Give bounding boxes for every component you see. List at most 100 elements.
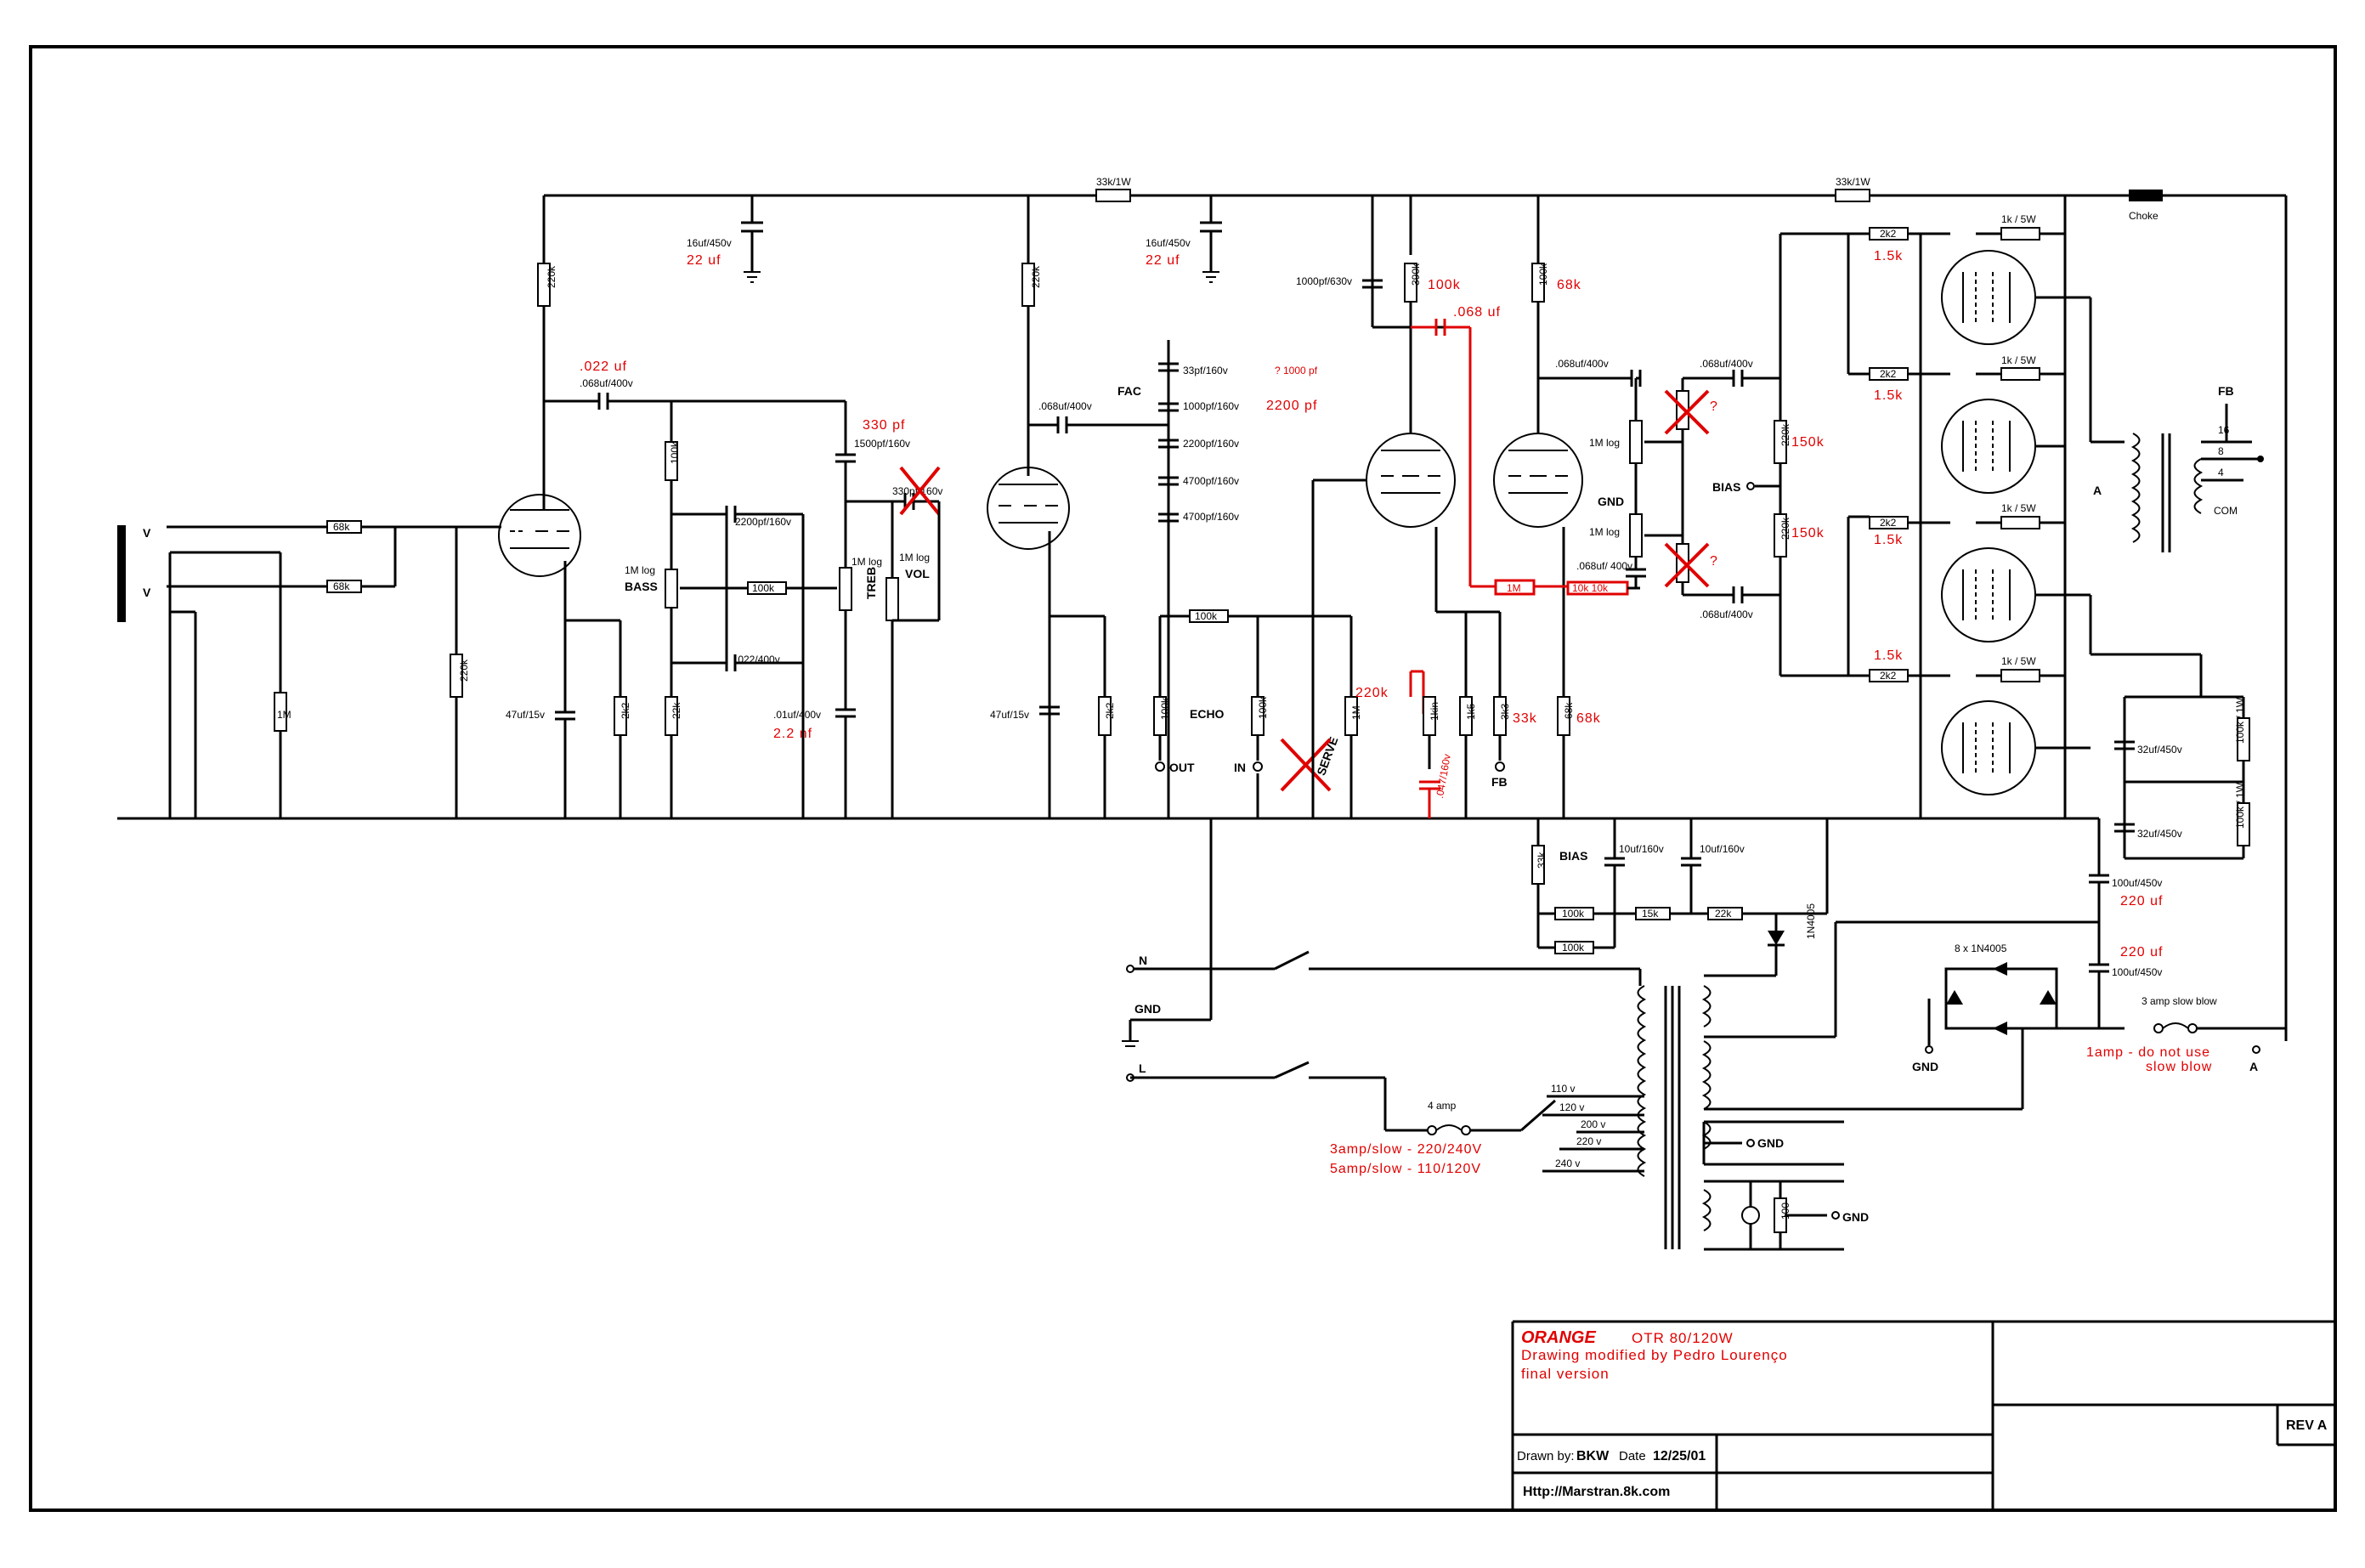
pi-cap-1000pf: 1000pf/630v <box>1296 275 1352 287</box>
coupling-cap-v1-mod: .022 uf <box>580 359 627 374</box>
bass-pot-value: 1M log <box>625 564 655 576</box>
screen-res-3 <box>2000 516 2040 529</box>
question-2: ? <box>1710 554 1718 569</box>
preamp-tube-v2 <box>987 195 1106 818</box>
resistor-390k-mod: 100k <box>1428 278 1461 292</box>
fx-in-jack[interactable] <box>1253 761 1263 772</box>
bias-label: BIAS <box>1559 849 1587 863</box>
screen-res-1 <box>2000 227 2040 241</box>
bias-pot-label: 100k <box>1562 908 1585 920</box>
fac-mod-1: ? 1000 pf <box>1275 365 1318 376</box>
grid-res-1-label: 2k2 <box>1880 228 1897 240</box>
resistor-33k-bias-label: 33k <box>1536 852 1547 869</box>
resistor-33k-2 <box>1835 189 1870 202</box>
resistor-100k-1w-b-label: 100k / 1W <box>2234 782 2246 829</box>
ht-fuse-mod-2: slow blow <box>2146 1060 2212 1074</box>
resistor-390k-label: 390k <box>1410 263 1422 286</box>
resistor-220k-v1-plate <box>537 263 551 307</box>
pi-cap-mod-low: .047/160v <box>1434 753 1453 799</box>
bass-label: BASS <box>625 580 658 593</box>
input-jacks: V V 68k 68k 1M <box>117 520 459 818</box>
power-section: 2k2 1.5k 2k2 1.5k 2k2 1.5k 2k2 1.5k 1k /… <box>1780 195 2286 1074</box>
resistor-100k-bias-b <box>1554 941 1594 954</box>
treble-label: TREB <box>864 567 878 599</box>
tap-200: 200 v <box>1581 1118 1605 1130</box>
resistor-2k2-v1 <box>614 696 627 736</box>
heater-gnd2-label: GND <box>1842 1210 1869 1224</box>
resistor-100k-tone-label: 100k <box>669 441 681 464</box>
rectifier-gnd-label: GND <box>1912 1060 1938 1073</box>
fac-cap-5: 4700pf/160v <box>1183 511 1239 523</box>
fac-cap-3: 2200pf/160v <box>1183 438 1239 450</box>
pi-fb-label: FB <box>1491 775 1508 789</box>
resistor-100k-fx-label: 100k <box>1195 610 1218 622</box>
pot-1M-log-a-label: 1M log <box>1589 437 1620 449</box>
resistor-22k-bias-label: 22k <box>1715 908 1732 920</box>
resistor-100k-out-label: 100k <box>1159 697 1171 720</box>
drawn-by-value: BKW <box>1576 1449 1610 1463</box>
treble-pot-value: 1M log <box>852 556 882 568</box>
mains-section: N GND L 4 amp 3amp/slow - 220/240V 5amp/… <box>1122 818 2024 1251</box>
b-plus-rail: Choke 33k/1W 33k/1W 16uf/450v 22 uf 16uf… <box>544 176 2288 1041</box>
grid-res-1-mod: 1.5k <box>1874 249 1903 263</box>
cap-100uf-a-mod: 220 uf <box>2120 894 2163 909</box>
v2-cathode-cap-label: 47uf/15v <box>990 709 1029 721</box>
mains-fuse-mod-2: 5amp/slow - 110/120V <box>1330 1162 1481 1176</box>
pi-output-and-bias: .068uf/400v 1M log GND 1M log .068uf/ 40… <box>1538 234 1895 677</box>
grid-res-2-label: 2k2 <box>1880 368 1897 380</box>
pi-cap-mod: .068 uf <box>1453 305 1501 320</box>
fx-out-jack[interactable] <box>1155 761 1165 772</box>
resistor-100-heater-label: 100 <box>1779 1203 1791 1220</box>
pi-cap-068-b: .068uf/400v <box>1700 358 1753 370</box>
bass-cap-bottom-label: .022/400v <box>735 654 780 665</box>
tap-220: 220 v <box>1576 1135 1601 1147</box>
screen-res-2 <box>2000 367 2040 381</box>
ht-a-label: A <box>2249 1060 2258 1073</box>
revision: REV A <box>2286 1418 2328 1433</box>
volume-label: VOL <box>905 567 930 580</box>
resistor-68k-1-label: 68k <box>333 521 350 533</box>
brand-logo: ORANGE <box>1521 1328 1596 1347</box>
pi-cap-068: .068uf/400v <box>1555 358 1609 370</box>
resistor-22k-bias <box>1707 907 1743 920</box>
pot-1M-log-b[interactable] <box>1629 513 1643 558</box>
pot-1M-log-a[interactable] <box>1629 420 1643 464</box>
bass-pot[interactable] <box>665 569 678 609</box>
cap-100uf-b: 100uf/450v <box>2112 966 2162 978</box>
mains-fuse-mod-1: 3amp/slow - 220/240V <box>1330 1142 1482 1157</box>
website-url[interactable]: Http://Marstran.8k.com <box>1523 1485 1670 1499</box>
date-value: 12/25/01 <box>1653 1449 1706 1463</box>
volume-pot[interactable] <box>885 577 899 621</box>
grid-res-3-mod: 1.5k <box>1874 533 1903 547</box>
resistor-220k-b <box>1774 513 1787 558</box>
resistor-33k-bias <box>1531 845 1545 885</box>
v2-coupling-cap-label: .068uf/400v <box>1038 400 1092 412</box>
mains-fuse-label: 4 amp <box>1428 1100 1457 1112</box>
resistor-33k-2-label: 33k/1W <box>1836 176 1870 188</box>
fac-switch: .068uf/400v FAC 33pf/160v ? 1000 pf 1000… <box>1028 340 1318 818</box>
fac-mod-2: 2200 pf <box>1266 399 1317 413</box>
fac-label: FAC <box>1117 384 1141 398</box>
resistor-68k-2 <box>326 580 362 593</box>
resistor-68k-2-label: 68k <box>333 580 350 592</box>
resistor-68k-tail-label: 68k <box>1563 702 1575 719</box>
resistor-220k-mod: 220k <box>1355 686 1389 700</box>
screen-res-2-label: 1k / 5W <box>2001 354 2036 366</box>
question-1: ? <box>1710 399 1718 414</box>
cap-100uf-a: 100uf/450v <box>2112 877 2162 889</box>
screen-res-3-label: 1k / 5W <box>2001 502 2036 514</box>
pi-cap-068-left: .068uf/ 400v <box>1576 560 1632 572</box>
ht-fuse-mod-1: 1amp - do not use <box>2086 1045 2210 1060</box>
resistor-1M-input-label: 1M <box>277 709 291 721</box>
resistor-220k-v2-plate-label: 220k <box>1030 265 1042 288</box>
resistor-68k-tail-mod: 68k <box>1576 711 1601 726</box>
bias-label-pi: BIAS <box>1712 480 1740 494</box>
resistor-100k-1w-b <box>2237 802 2250 846</box>
grid-res-2-mod: 1.5k <box>1874 388 1903 403</box>
output-transformer: FB 16 8 4 COM A <box>2093 384 2264 552</box>
fac-cap-1: 33pf/160v <box>1183 365 1228 376</box>
resistor-100k-1w-a <box>2237 717 2250 761</box>
resistor-220k-v1-plate-label: 220k <box>546 265 557 288</box>
treble-pot[interactable] <box>839 567 852 611</box>
bias-pot[interactable] <box>1554 907 1594 920</box>
